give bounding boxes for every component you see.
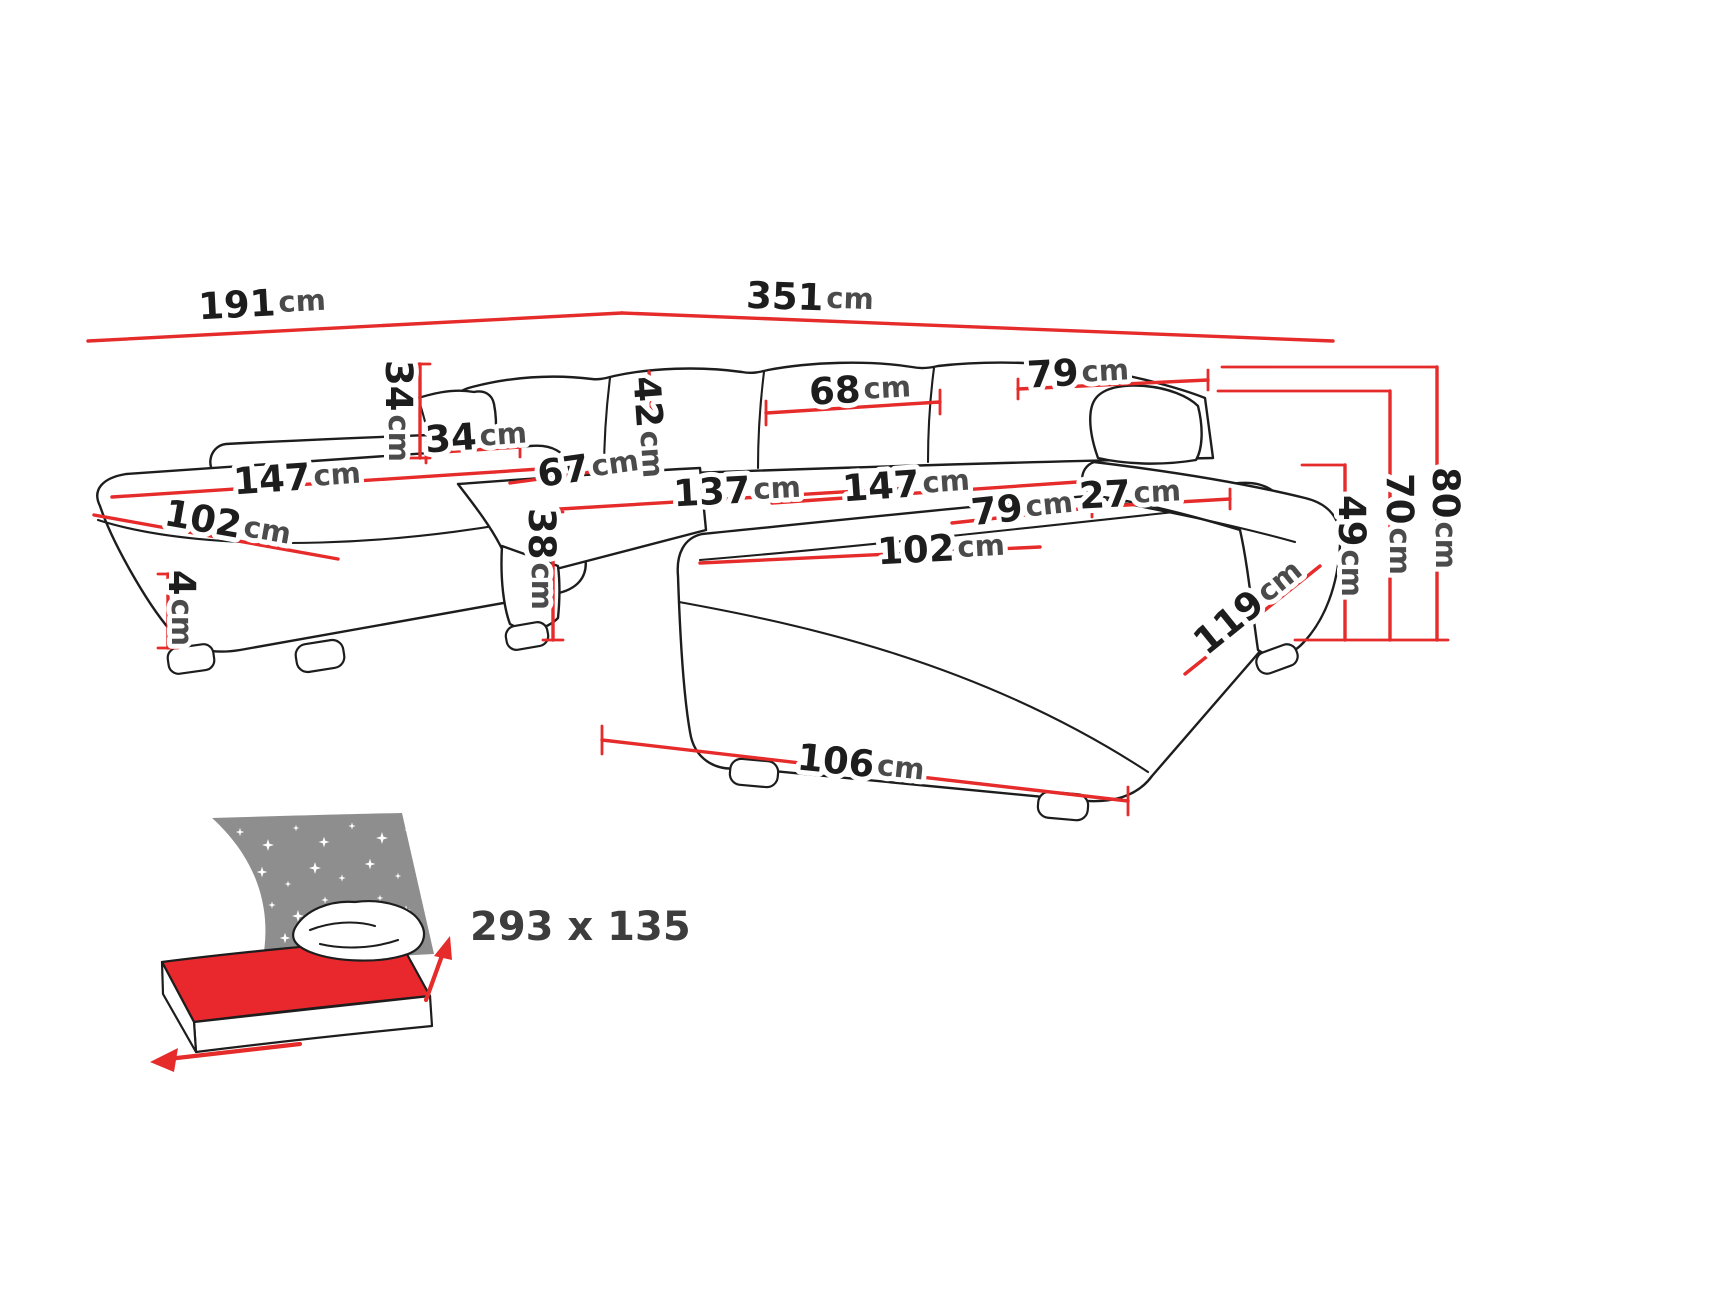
dim-line-27: [1090, 487, 1232, 519]
dim-line-34-horizontal: [424, 435, 522, 465]
dimension-lines: [86, 311, 1450, 817]
dim-line-70: [1216, 389, 1392, 642]
dim-line-68: [764, 388, 942, 427]
right-chaise-front-contour: [677, 600, 1150, 774]
dim-line-49: [1300, 463, 1347, 642]
sofa-drawing: [96, 361, 1342, 822]
mattress-front: [192, 994, 434, 1054]
label-102-right: 102cm: [876, 523, 1006, 573]
label-42: 42cm: [625, 375, 675, 480]
cushion-seam: [602, 376, 612, 476]
cushion-seam: [756, 370, 766, 470]
label-79-top: 79cm: [1026, 348, 1130, 396]
dim-line-79-seat: [950, 505, 1100, 525]
unfold-arrow-right: [423, 947, 447, 1003]
dim-line-191: [86, 311, 624, 343]
label-147-left: 147cm: [232, 451, 362, 503]
dim-line-67: [508, 462, 652, 485]
label-191: 191cm: [197, 278, 327, 328]
unfold-arrow-right-head: [434, 936, 452, 960]
sofa-leg: [166, 643, 216, 675]
dim-line-106: [600, 724, 1130, 817]
right-back-pillow: [1089, 384, 1203, 465]
duvet-fold: [318, 938, 400, 949]
dim-line-80: [1220, 365, 1450, 642]
dim-line-147-left: [110, 467, 542, 499]
sofa-leg: [728, 757, 780, 789]
dim-line-38: [541, 510, 565, 642]
cushion-seam: [926, 366, 936, 464]
dim-line-147-right: [770, 479, 1094, 505]
unfold-arrow-left: [165, 1041, 303, 1062]
mattress-side: [160, 960, 198, 1054]
middle-seat: [456, 466, 708, 572]
label-27: 27cm: [1078, 469, 1182, 517]
sleeping-area-size: 293 x 135: [470, 904, 691, 950]
left-chaise: [96, 444, 587, 653]
label-4: 4cm: [161, 570, 204, 646]
dim-line-102-left: [92, 513, 340, 561]
sofa-leg: [1255, 643, 1299, 675]
backrest-cushions: [444, 361, 1215, 484]
dim-line-102-right: [698, 545, 1042, 565]
sofa-leg: [504, 621, 550, 651]
sleeping-function-icon: 293 x 135: [150, 813, 695, 1072]
unfold-arrow-left-head: [150, 1048, 178, 1072]
dim-line-42: [647, 370, 658, 479]
duvet: [292, 900, 426, 962]
dim-line-119: [1183, 564, 1322, 676]
label-80: 80cm: [1425, 467, 1468, 569]
label-49: 49cm: [1331, 495, 1374, 597]
label-147-right: 147cm: [841, 458, 971, 510]
right-armrest-inner-edge: [1094, 496, 1297, 544]
label-70: 70cm: [1379, 473, 1422, 575]
duvet-fold: [308, 921, 377, 932]
dim-line-137: [558, 486, 910, 511]
dim-line-79-top: [1016, 368, 1210, 401]
label-351: 351cm: [745, 273, 874, 320]
label-137: 137cm: [672, 465, 802, 515]
dim-line-351: [620, 311, 1335, 343]
sofa-leg: [294, 638, 346, 674]
label-68: 68cm: [808, 365, 912, 413]
label-34-vertical: 34cm: [378, 360, 421, 462]
dim-line-4: [156, 572, 180, 650]
label-38: 38cm: [521, 508, 564, 610]
